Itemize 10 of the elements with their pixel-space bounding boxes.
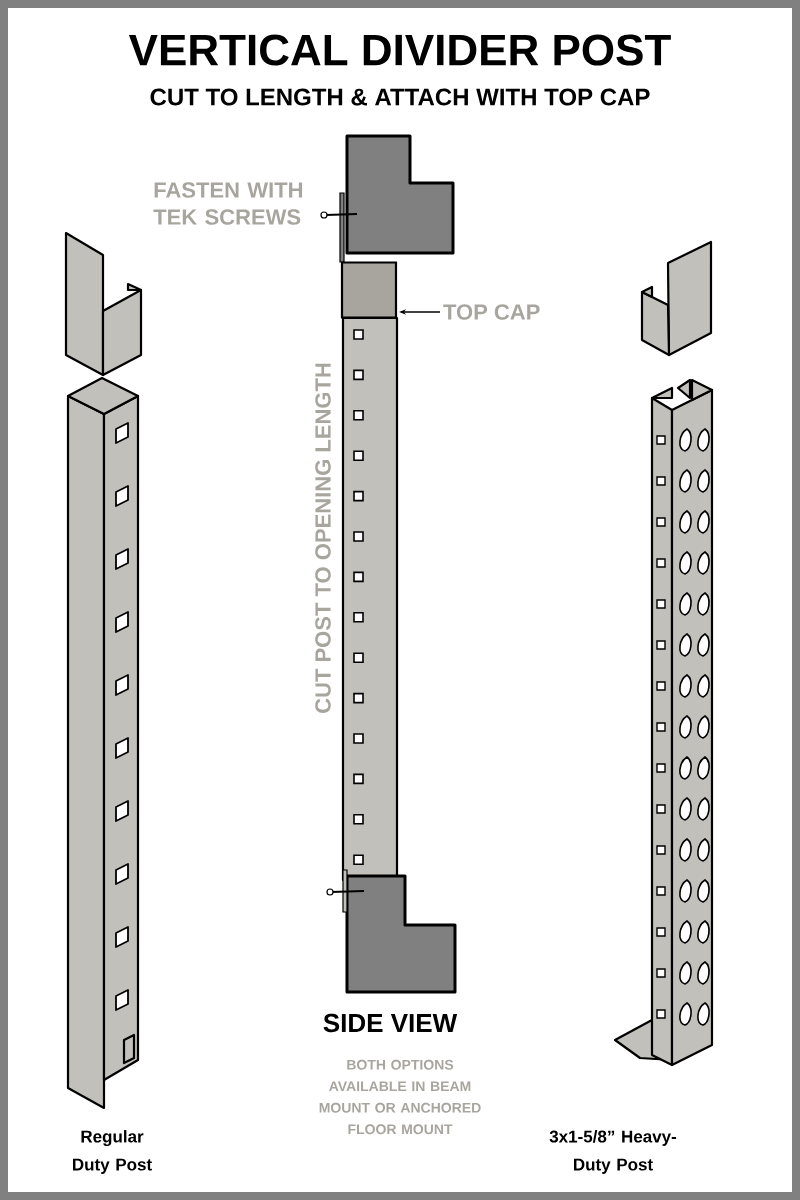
- title: VERTICAL DIVIDER POST: [128, 34, 671, 66]
- top-cap: [340, 261, 398, 319]
- note-text: FASTEN WITH TEK SCREWS: [153, 182, 303, 225]
- callout-label: TOP CAP: [443, 304, 540, 320]
- view-title: SIDE VIEW: [323, 1013, 458, 1033]
- caption-text: 3x1-5/8” Heavy-Duty Post: [549, 1130, 677, 1174]
- note-text: BOTH OPTIONS AVAILABLE IN BEAM MOUNT OR ANCHORED FLOOR MOUNT: [319, 1059, 481, 1135]
- subtitle: CUT TO LENGTH & ATTACH WITH TOP CAP: [150, 88, 650, 106]
- vertical-note-text: CUT POST TO OPENING LENGTH: [315, 363, 331, 713]
- caption-text: Regular Duty Post: [73, 1130, 152, 1174]
